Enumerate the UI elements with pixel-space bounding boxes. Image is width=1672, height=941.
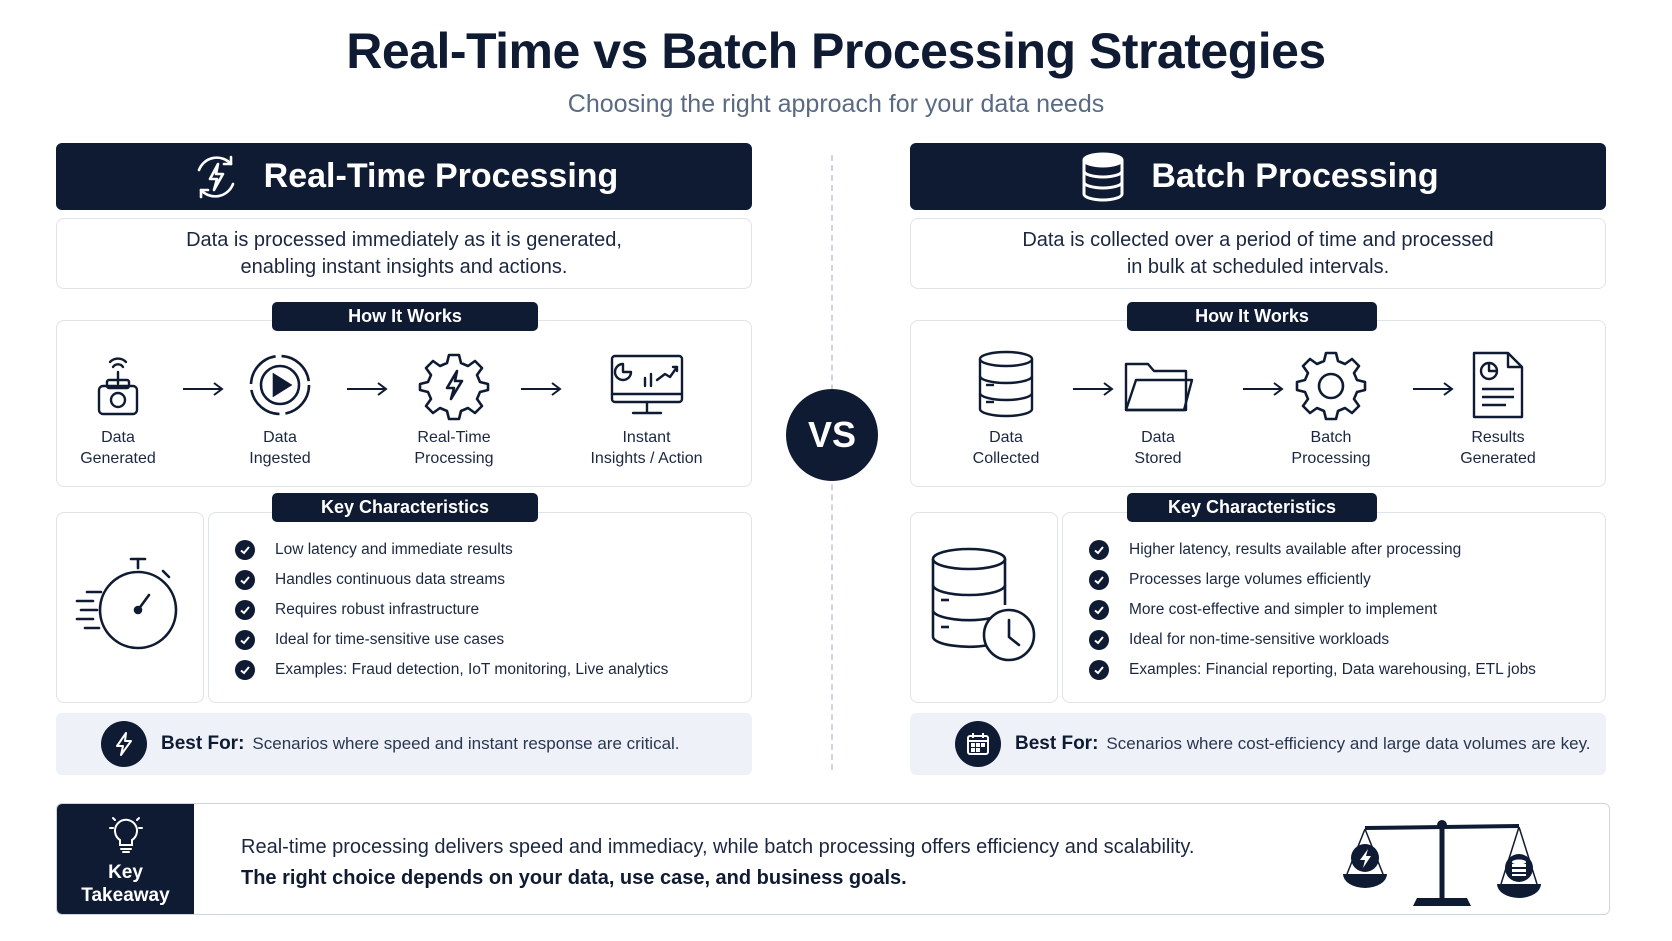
database-icon	[931, 349, 1081, 421]
realtime-key-characteristics: Low latency and immediate results Handle…	[208, 512, 752, 703]
realtime-kc-illustration	[56, 512, 204, 703]
list-item: Examples: Financial reporting, Data ware…	[1089, 655, 1605, 685]
batch-key-characteristics-label: Key Characteristics	[1127, 493, 1377, 522]
realtime-description: Data is processed immediately as it is g…	[56, 218, 752, 289]
page-subtitle: Choosing the right approach for your dat…	[567, 90, 1105, 118]
calendar-icon	[955, 721, 1001, 767]
check-icon	[235, 600, 255, 620]
list-item: Examples: Fraud detection, IoT monitorin…	[235, 655, 751, 685]
folder-icon	[1083, 349, 1233, 421]
lightning-cycle-icon	[190, 151, 242, 203]
balance-scale-icon	[1343, 820, 1541, 906]
realtime-key-characteristics-label: Key Characteristics	[272, 493, 538, 522]
check-icon	[1089, 660, 1109, 680]
list-item: Ideal for time-sensitive use cases	[235, 625, 751, 655]
check-icon	[235, 660, 255, 680]
list-item: Processes large volumes efficiently	[1089, 565, 1605, 595]
batch-title: Batch Processing	[1151, 157, 1439, 195]
list-item: More cost-effective and simpler to imple…	[1089, 595, 1605, 625]
lightning-icon	[101, 721, 147, 767]
list-item: Higher latency, results available after …	[1089, 535, 1605, 565]
gear-icon	[1256, 349, 1406, 421]
database-icon	[1077, 151, 1129, 203]
batch-kc-illustration	[910, 512, 1058, 703]
check-icon	[1089, 600, 1109, 620]
check-icon	[235, 540, 255, 560]
batch-how-it-works-label: How It Works	[1127, 302, 1377, 331]
check-icon	[1089, 570, 1109, 590]
realtime-how-it-works-label: How It Works	[272, 302, 538, 331]
realtime-best-for: Best For: Scenarios where speed and inst…	[56, 713, 752, 775]
dashboard-monitor-icon	[559, 349, 734, 421]
arrow-icon	[521, 382, 562, 396]
report-document-icon	[1423, 349, 1573, 421]
check-icon	[1089, 630, 1109, 650]
batch-header: Batch Processing	[910, 143, 1606, 210]
realtime-title: Real-Time Processing	[263, 157, 619, 195]
check-icon	[1089, 540, 1109, 560]
page-title: Real-Time vs Batch Processing Strategies	[346, 23, 1326, 79]
list-item: Ideal for non-time-sensitive workloads	[1089, 625, 1605, 655]
lightbulb-icon	[108, 817, 144, 858]
takeaway-text: Real-time processing delivers speed and …	[241, 836, 1195, 889]
arrow-icon	[1243, 382, 1284, 396]
realtime-header: Real-Time Processing	[56, 143, 752, 210]
play-stream-icon	[205, 349, 355, 421]
arrow-icon	[1413, 382, 1454, 396]
list-item: Requires robust infrastructure	[235, 595, 751, 625]
check-icon	[235, 630, 255, 650]
arrow-icon	[1073, 382, 1114, 396]
realtime-column: Real-Time Processing Data is processed i…	[56, 143, 752, 775]
batch-description: Data is collected over a period of time …	[910, 218, 1606, 289]
arrow-icon	[183, 382, 224, 396]
list-item: Low latency and immediate results	[235, 535, 751, 565]
sensor-device-icon	[43, 349, 193, 421]
vs-badge: VS	[786, 389, 878, 481]
batch-column: Batch Processing Data is collected over …	[910, 143, 1606, 775]
database-clock-icon	[929, 545, 1039, 670]
batch-best-for: Best For: Scenarios where cost-efficienc…	[910, 713, 1606, 775]
gear-lightning-icon	[379, 349, 529, 421]
list-item: Handles continuous data streams	[235, 565, 751, 595]
batch-key-characteristics: Higher latency, results available after …	[1062, 512, 1606, 703]
stopwatch-icon	[75, 555, 185, 660]
arrow-icon	[347, 382, 388, 396]
check-icon	[235, 570, 255, 590]
